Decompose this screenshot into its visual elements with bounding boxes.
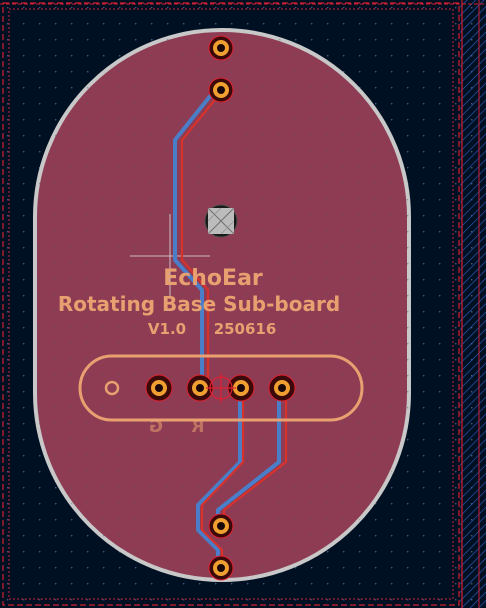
target-marker-icon [206, 373, 236, 403]
board-title: EchoEar [163, 266, 263, 291]
pad-top-1 [208, 35, 234, 61]
pad-top-2 [208, 77, 234, 103]
pad-conn-1 [145, 374, 173, 402]
tht-pad-icon[interactable] [145, 35, 296, 581]
back-silk-labels: G R [149, 417, 205, 437]
label-g-mirrored: G [149, 417, 163, 437]
board-grid [35, 30, 409, 580]
board-version: V1.0 [148, 320, 186, 338]
crosshair-icon [130, 214, 210, 298]
pad-bottom-1 [208, 513, 234, 539]
pad-conn-2 [186, 374, 214, 402]
pad-bottom-2 [208, 555, 234, 581]
connector-outline [78, 354, 364, 422]
label-r-mirrored: R [191, 417, 204, 437]
board-subtitle: Rotating Base Sub-board [58, 292, 340, 316]
pad-conn-3 [227, 374, 255, 402]
via-icon[interactable] [204, 204, 238, 238]
board-date: 250616 [214, 320, 277, 338]
pad-conn-4 [268, 374, 296, 402]
mounting-hole [104, 380, 120, 396]
